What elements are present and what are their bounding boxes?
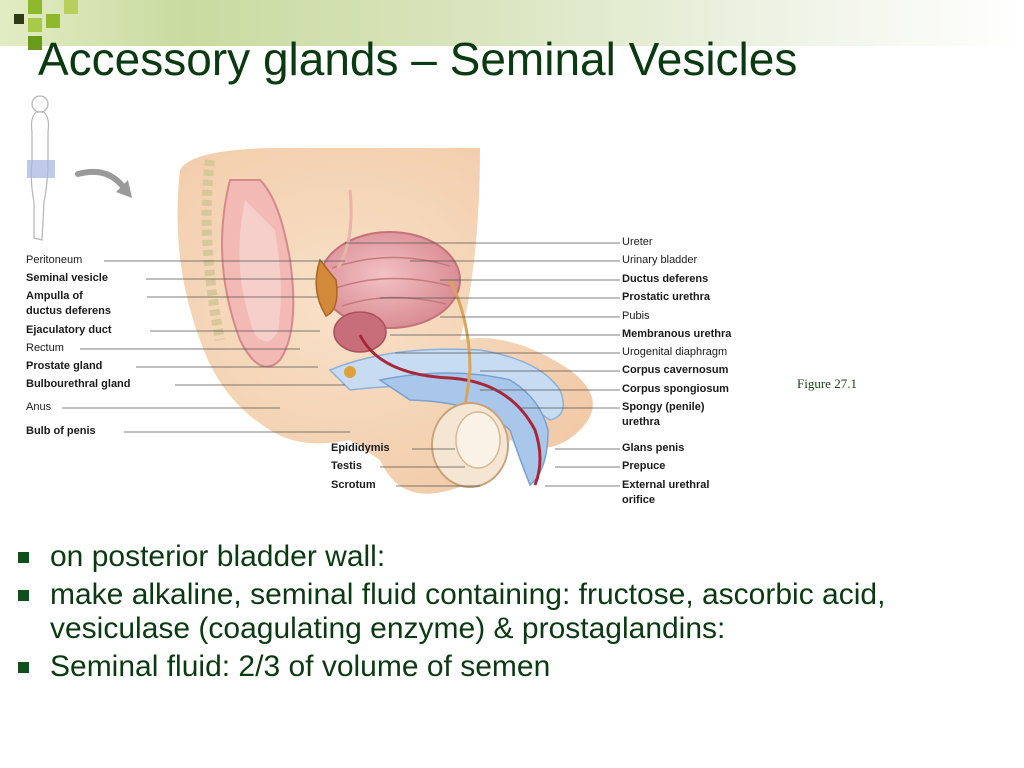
label-epididymis: Epididymis: [331, 442, 390, 454]
label-ureter: Ureter: [622, 236, 653, 248]
label-prostatic-urethra: Prostatic urethra: [622, 291, 711, 303]
figure-caption: Figure 27.1: [797, 376, 857, 391]
label-anus: Anus: [26, 401, 52, 413]
label-bulbourethral-gland: Bulbourethral gland: [26, 378, 131, 390]
bullet-square-icon: [18, 662, 29, 673]
label-pubis: Pubis: [622, 310, 650, 322]
label-ampulla: Ampulla of: [26, 290, 83, 302]
label-glans-penis: Glans penis: [622, 442, 685, 454]
label-membranous-urethra: Membranous urethra: [622, 328, 732, 340]
label-ductus-deferens: Ductus deferens: [622, 273, 709, 285]
label-prostate-gland: Prostate gland: [26, 360, 103, 372]
title-bar-background: [0, 0, 1024, 46]
label-urogenital-diaphragm: Urogenital diaphragm: [622, 346, 728, 358]
bullet-square-icon: [18, 552, 29, 563]
label-external-urethral-orifice-line2: orifice: [622, 494, 656, 506]
label-spongy-urethra-line2: urethra: [622, 416, 660, 428]
label-rectum: Rectum: [26, 342, 64, 354]
label-testis: Testis: [331, 460, 362, 472]
body-silhouette-icon: [27, 95, 132, 241]
slide-title: Accessory glands – Seminal Vesicles: [38, 33, 798, 85]
bullet-item: make alkaline, seminal fluid containing:…: [18, 578, 1008, 646]
bullet-item: on posterior bladder wall:: [18, 540, 1008, 574]
label-urinary-bladder: Urinary bladder: [622, 254, 698, 266]
label-ejaculatory-duct: Ejaculatory duct: [26, 324, 112, 336]
bullet-item: Seminal fluid: 2/3 of volume of semen: [18, 650, 1008, 684]
label-ampulla-line2: ductus deferens: [26, 305, 111, 317]
label-corpus-spongiosum: Corpus spongiosum: [622, 383, 729, 395]
corner-squares-decoration: [14, 0, 78, 50]
label-bulb-of-penis: Bulb of penis: [26, 425, 96, 437]
bullet-list: on posterior bladder wall: make alkaline…: [18, 540, 1008, 688]
arrow-icon: [75, 168, 127, 191]
label-peritoneum: Peritoneum: [26, 254, 83, 266]
label-external-urethral-orifice: External urethral: [622, 479, 710, 491]
label-scrotum: Scrotum: [331, 479, 376, 491]
label-corpus-cavernosum: Corpus cavernosum: [622, 364, 729, 376]
label-spongy-urethra: Spongy (penile): [622, 401, 705, 413]
label-seminal-vesicle: Seminal vesicle: [26, 272, 108, 284]
label-prepuce: Prepuce: [622, 460, 666, 472]
anatomy-illustration: [177, 148, 593, 494]
bullet-square-icon: [18, 590, 29, 601]
